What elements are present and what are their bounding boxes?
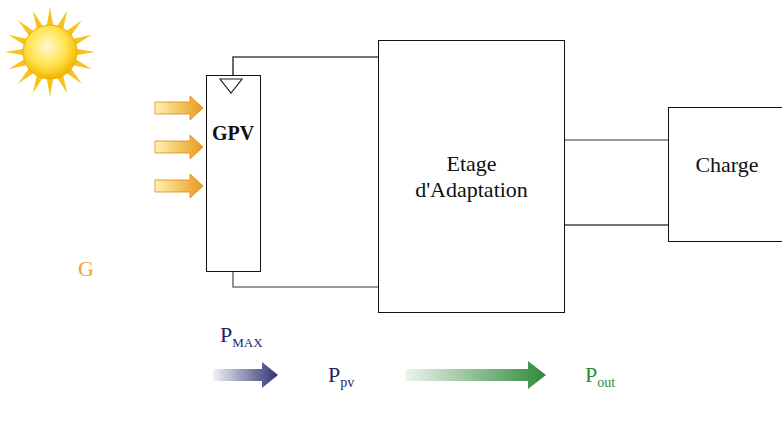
- pv-cell-symbol: [220, 79, 242, 93]
- irradiance-label: G: [78, 256, 94, 282]
- sun-ray: [5, 49, 24, 56]
- box-label: GPV: [212, 122, 254, 145]
- subscript-text: MAX: [232, 335, 262, 350]
- power-arrow: [213, 362, 278, 388]
- box-label: Charge: [695, 152, 758, 178]
- power-label: Pout: [585, 362, 615, 391]
- symbol-text: G: [78, 256, 94, 281]
- wire: [233, 272, 378, 287]
- sun-ray: [47, 7, 54, 26]
- power-label: PMAX: [220, 322, 263, 351]
- power-arrow: [405, 361, 546, 389]
- light-arrows: [155, 96, 203, 198]
- box-label: Etage d'Adaptation: [397, 151, 547, 203]
- process-box: GPV: [206, 75, 261, 272]
- wire: [565, 139, 668, 141]
- sun-ray: [47, 78, 54, 97]
- symbol-text: P: [328, 362, 340, 387]
- sun-symbol: [5, 7, 95, 97]
- symbol-text: P: [585, 362, 597, 387]
- wire: [233, 57, 378, 75]
- process-box: Charge: [668, 107, 782, 242]
- subscript-text: pv: [340, 375, 354, 390]
- symbol-text: P: [220, 322, 232, 347]
- sun-ray: [76, 49, 95, 56]
- wire: [565, 224, 668, 226]
- subscript-text: out: [597, 375, 615, 390]
- power-label: Ppv: [328, 362, 354, 391]
- process-box: Etage d'Adaptation: [378, 40, 565, 313]
